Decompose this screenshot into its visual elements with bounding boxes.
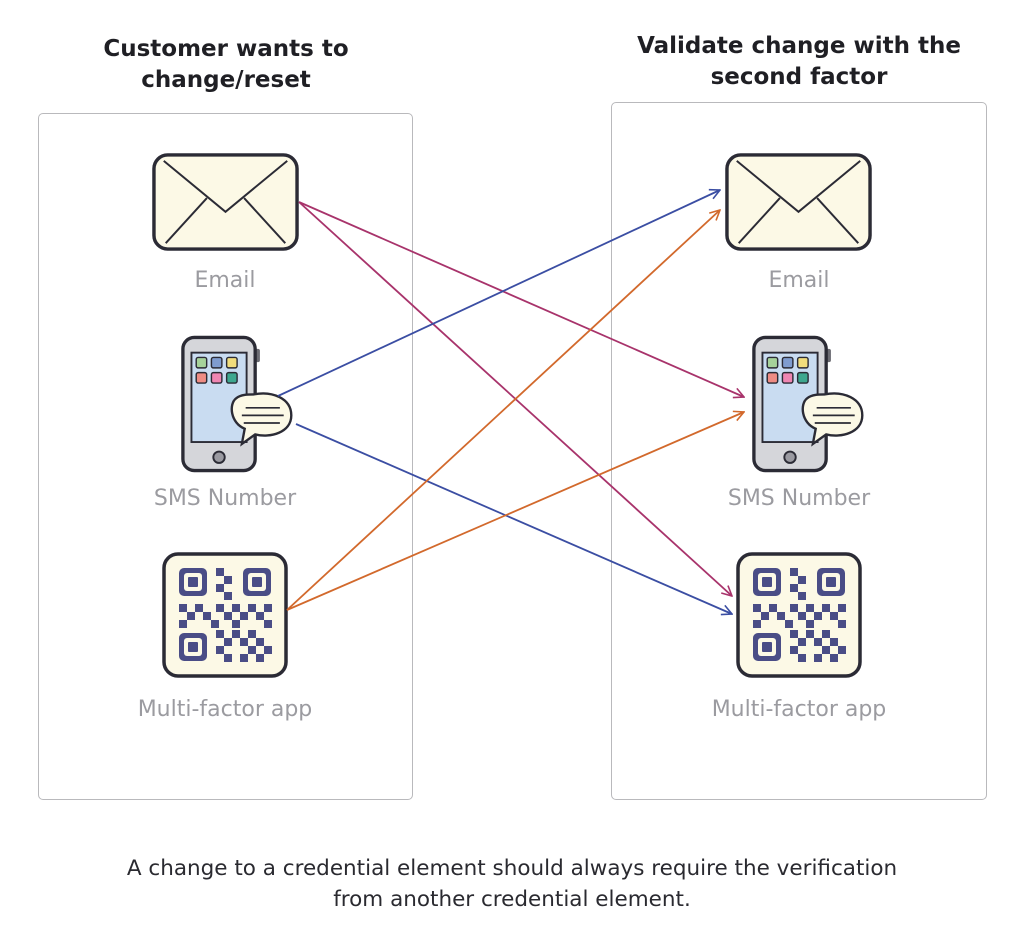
right-email-label: Email [768,268,830,293]
arrow-sms-to-email [277,190,720,397]
right-sms-label: SMS Number [727,486,871,511]
diagram-caption: A change to a credential element should … [40,853,984,915]
arrow-app-to-sms [286,412,744,611]
arrow-email-to-sms [298,201,744,397]
left-panel-title: Customer wants to change/reset [40,34,412,96]
left-panel [38,113,413,800]
left-app-label: Multi-factor app [137,697,313,722]
left-title-line1: Customer wants to [103,36,349,62]
left-email-label: Email [194,268,256,293]
left-sms-label: SMS Number [153,486,297,511]
right-panel [611,102,987,800]
right-app-label: Multi-factor app [711,697,887,722]
arrow-app-to-email [286,210,720,611]
left-title-line2: change/reset [141,67,311,93]
caption-line2: from another credential element. [333,887,691,912]
right-title-line1: Validate change with the [637,33,961,59]
arrow-sms-to-app [295,423,732,614]
caption-line1: A change to a credential element should … [126,856,898,881]
right-panel-title: Validate change with the second factor [612,31,986,93]
right-title-line2: second factor [710,64,888,90]
